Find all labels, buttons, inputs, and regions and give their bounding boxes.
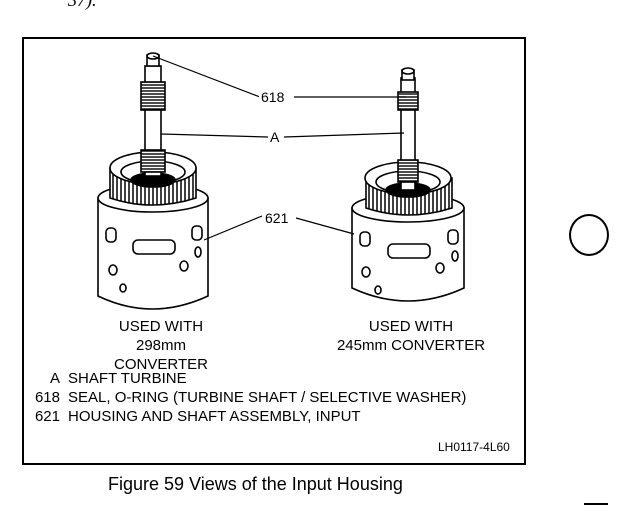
- legend-row: 621 HOUSING AND SHAFT ASSEMBLY, INPUT: [30, 407, 466, 426]
- reference-code: LH0117-4L60: [438, 440, 510, 454]
- legend-text: HOUSING AND SHAFT ASSEMBLY, INPUT: [68, 408, 361, 425]
- figure-caption: Figure 59 Views of the Input Housing: [108, 474, 403, 494]
- right-view-line2: 245mm CONVERTER: [336, 337, 486, 354]
- left-housing-assembly: [97, 52, 209, 310]
- callout-618: 618: [259, 89, 287, 105]
- right-view-line1: USED WITH: [368, 318, 454, 335]
- left-view-line1: USED WITH: [118, 318, 204, 335]
- binder-hole-icon: [569, 214, 609, 256]
- page-fragment-text: 37).: [68, 0, 97, 10]
- parts-legend: A SHAFT TURBINE 618 SEAL, O-RING (TURBIN…: [30, 369, 466, 426]
- callout-a: A: [268, 129, 282, 145]
- leader-lines: [152, 55, 406, 241]
- right-view-label: USED WITH 245mm CONVERTER: [318, 317, 504, 355]
- left-view-label: USED WITH 298mm CONVERTER: [90, 317, 232, 374]
- left-view-line2: 298mm CONVERTER: [114, 337, 208, 373]
- legend-code: 621: [34, 408, 60, 425]
- page-dash-mark: [584, 503, 608, 505]
- right-housing-assembly: [351, 67, 465, 302]
- legend-row: A SHAFT TURBINE: [30, 369, 466, 388]
- figure-frame: [22, 37, 526, 465]
- legend-row: 618 SEAL, O-RING (TURBINE SHAFT / SELECT…: [30, 388, 466, 407]
- legend-text: SHAFT TURBINE: [68, 370, 187, 387]
- callout-621: 621: [263, 210, 291, 226]
- legend-code: 618: [34, 389, 60, 406]
- legend-text: SEAL, O-RING (TURBINE SHAFT / SELECTIVE …: [68, 389, 467, 406]
- legend-code: A: [49, 370, 60, 387]
